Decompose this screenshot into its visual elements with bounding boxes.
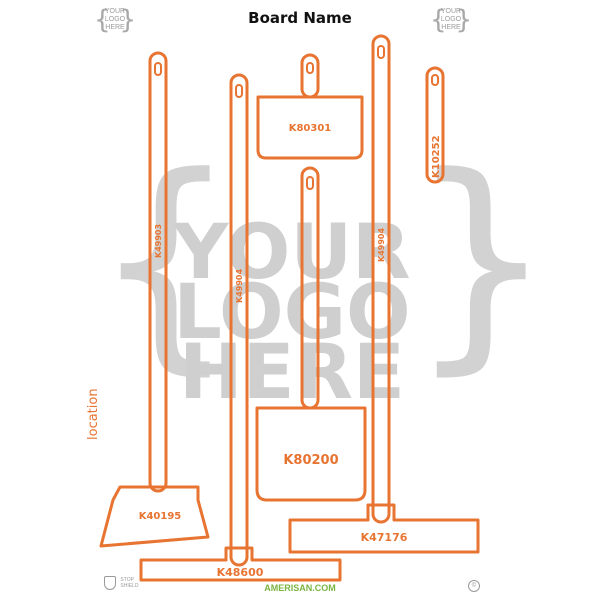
logo-right-text: YOUR LOGO HERE bbox=[438, 8, 464, 32]
logo-left-line3: HERE bbox=[105, 24, 125, 31]
big-logo-watermark: { } YOUR LOGO HERE bbox=[92, 128, 554, 416]
label-k47176: K47176 bbox=[361, 531, 408, 544]
logo-right-line1: YOUR bbox=[440, 8, 462, 15]
tool-k80301-dustpan bbox=[256, 53, 364, 160]
big-logo-line2: LOGO bbox=[173, 267, 410, 356]
stop-shield-line2: SHIELD bbox=[120, 583, 139, 589]
label-k48600: K48600 bbox=[217, 566, 264, 579]
logo-right-line3: HERE bbox=[441, 24, 461, 31]
tool-k47176-broom-head bbox=[288, 503, 480, 554]
label-k49904-right: K49904 bbox=[377, 228, 386, 262]
stop-shield-text: STOP SHIELD bbox=[120, 577, 138, 589]
label-k49904-left: K49904 bbox=[235, 269, 244, 303]
tool-k49904-right-handle bbox=[371, 34, 391, 524]
brace-close-icon: } bbox=[455, 5, 472, 35]
logo-left-text: YOUR LOGO HERE bbox=[102, 8, 128, 32]
shield-icon bbox=[104, 576, 116, 590]
tool-k10252 bbox=[425, 66, 445, 184]
label-k49903: K49903 bbox=[154, 224, 163, 258]
brace-close-icon: } bbox=[119, 5, 136, 35]
big-logo-line1: YOUR bbox=[172, 207, 410, 296]
tool-k48600-squeegee bbox=[139, 546, 342, 582]
copyright-icon: © bbox=[468, 580, 480, 592]
label-k80301: K80301 bbox=[289, 123, 332, 134]
logo-left-line2: LOGO bbox=[104, 16, 126, 23]
logo-placeholder-right: { YOUR LOGO HERE } bbox=[430, 7, 472, 33]
board-title: Board Name bbox=[248, 9, 352, 27]
brace-open-icon: { bbox=[94, 5, 111, 35]
tool-k49904-left-handle bbox=[229, 73, 249, 567]
tool-k80200-dustpan bbox=[255, 166, 367, 502]
tool-k40195-broom-head bbox=[99, 485, 210, 548]
location-label: location bbox=[86, 388, 101, 440]
footer-url: AMERISAN.COM bbox=[264, 583, 336, 593]
big-logo-line3: HERE bbox=[179, 327, 405, 416]
brace-open-icon: { bbox=[430, 5, 447, 35]
logo-right-line2: LOGO bbox=[440, 16, 462, 23]
logo-placeholder-left: { YOUR LOGO HERE } bbox=[94, 7, 136, 33]
stop-shield-logo: STOP SHIELD bbox=[104, 576, 144, 590]
label-k10252: K10252 bbox=[431, 135, 442, 178]
stop-shield-line1: STOP bbox=[120, 577, 134, 583]
logo-left-line1: YOUR bbox=[104, 8, 126, 15]
big-logo-close-brace: } bbox=[408, 128, 554, 395]
label-k40195: K40195 bbox=[139, 511, 182, 522]
tool-k49903-handle bbox=[148, 51, 168, 493]
label-k80200: K80200 bbox=[283, 453, 338, 468]
